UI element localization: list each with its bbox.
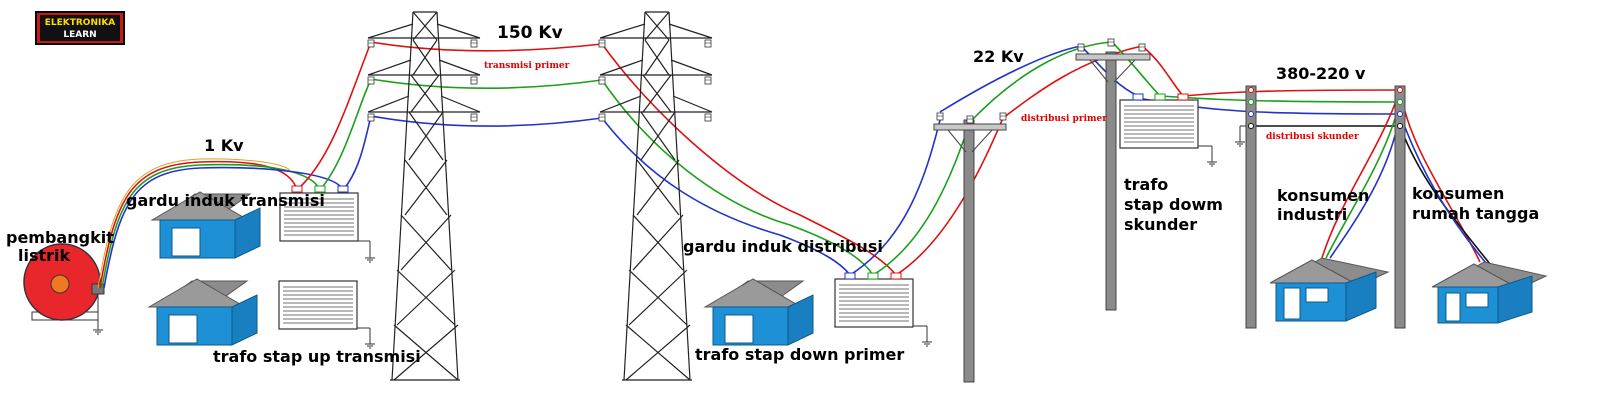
label-konsumen-industri-1: konsumen bbox=[1277, 186, 1369, 205]
label-150kv: 150 Kv bbox=[497, 23, 563, 43]
label-transmisi-primer: transmisi primer bbox=[484, 61, 570, 71]
label-1kv: 1 Kv bbox=[204, 136, 244, 155]
trafo-stap-up-transmisi bbox=[148, 278, 376, 349]
label-trafo-skunder-2: stap dowm bbox=[1124, 195, 1223, 214]
gardu-induk-transmisi bbox=[151, 185, 376, 263]
label-22kv: 22 Kv bbox=[973, 47, 1024, 66]
house-konsumen-industri bbox=[1269, 257, 1390, 322]
label-konsumen-rumah-1: konsumen bbox=[1412, 184, 1504, 203]
label-konsumen-industri-2: industri bbox=[1277, 205, 1347, 224]
tower-2-insulators bbox=[598, 39, 712, 122]
logo-line2: LEARN bbox=[63, 30, 96, 40]
label-trafo-stap-down-primer: trafo stap down primer bbox=[695, 345, 904, 364]
pole-distribusi-left bbox=[1234, 85, 1257, 329]
label-distribusi-skunder: distribusi skunder bbox=[1266, 132, 1359, 142]
gardu-induk-distribusi bbox=[704, 272, 933, 347]
pole-distribusi-right bbox=[1394, 85, 1406, 329]
generator bbox=[23, 243, 105, 335]
label-distribusi-primer: distribusi primer bbox=[1021, 114, 1107, 124]
label-380-220v: 380-220 v bbox=[1276, 64, 1366, 83]
pole-22kv bbox=[933, 112, 1007, 383]
label-gardu-induk-distribusi: gardu induk distribusi bbox=[683, 237, 883, 256]
transmission-tower-2 bbox=[599, 11, 713, 381]
logo-line1: ELEKTRONIKA bbox=[45, 18, 116, 28]
label-trafo-skunder-3: skunder bbox=[1124, 215, 1197, 234]
house-konsumen-rumah-tangga bbox=[1431, 261, 1548, 324]
logo: ELEKTRONIKA LEARN bbox=[35, 11, 125, 45]
transmission-tower-1 bbox=[367, 11, 481, 381]
label-listrik: listrik bbox=[18, 246, 71, 265]
label-konsumen-rumah-2: rumah tangga bbox=[1412, 204, 1539, 223]
label-gardu-induk-transmisi: gardu induk transmisi bbox=[126, 191, 325, 210]
label-trafo-stap-up: trafo stap up transmisi bbox=[213, 347, 421, 366]
label-pembangkit: pembangkit bbox=[6, 228, 114, 247]
label-trafo-skunder-1: trafo bbox=[1124, 175, 1168, 194]
pole-skunder bbox=[1075, 38, 1151, 311]
trafo-skunder bbox=[1119, 93, 1218, 167]
